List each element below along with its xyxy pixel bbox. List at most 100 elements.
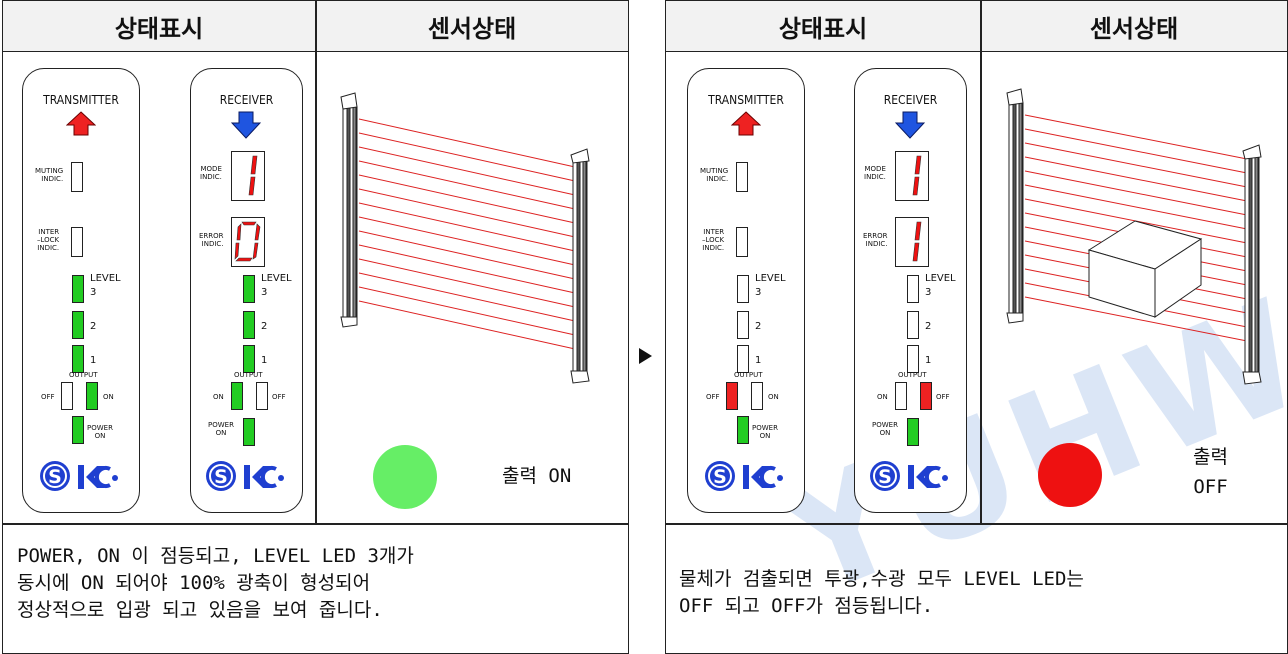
right-transmitter-panel: TRANSMITTER MUTING INDIC. INTER –LOCK IN… (687, 68, 805, 513)
interlock-indic-label: INTER –LOCK INDIC. (702, 228, 725, 252)
rx-level1-num: 1 (261, 355, 268, 366)
mode-digit-1 (248, 155, 258, 196)
output-status-lamp (373, 445, 437, 509)
caption-line: POWER, ON 이 점등되고, LEVEL LED 3개가 (17, 545, 414, 567)
up-arrow-icon (731, 111, 761, 136)
error-digit-0 (234, 221, 261, 262)
left-transmitter-panel: TRANSMITTER MUTING INDIC. INTER –LOCK IN… (22, 68, 140, 513)
svg-text:S: S (878, 466, 892, 488)
rx-on-label: ON (213, 393, 224, 401)
s-mark-icon: S (705, 461, 735, 491)
output-status-label: 출력 OFF (1193, 442, 1228, 502)
output-on-led (86, 382, 98, 410)
power-on-label: POWER ON (752, 424, 778, 440)
caption-line: 동시에 ON 되어야 100% 광축이 형성되어 (17, 572, 371, 594)
kc-mark-icon (78, 465, 118, 489)
rx-level2-led (907, 311, 919, 339)
power-on-label: POWER ON (87, 424, 113, 440)
left-header-sensor: 센서상태 (316, 1, 628, 52)
level1-num: 1 (755, 355, 762, 366)
level1-num: 1 (90, 355, 97, 366)
rx-output-off-led (256, 382, 268, 410)
error-indicator-display (895, 217, 929, 267)
error-indicator-display (231, 217, 265, 267)
rx-level2-num: 2 (261, 321, 268, 332)
rx-output-on-led (231, 382, 243, 410)
muting-indic-led (736, 162, 748, 192)
kc-mark-icon (244, 465, 284, 489)
on-label: ON (768, 393, 779, 401)
rx-on-label: ON (877, 393, 888, 401)
output-label: OUTPUT (69, 371, 98, 379)
left-header-status: 상태표시 (3, 1, 315, 52)
caption-line: 정상적으로 입광 되고 있음을 보여 줍니다. (17, 599, 383, 621)
mode-indic-label: MODE INDIC. (200, 165, 222, 181)
output-status-label: 출력 ON (502, 465, 572, 487)
on-label: ON (103, 393, 114, 401)
kc-mark-icon (908, 465, 948, 489)
right-header-status: 상태표시 (666, 1, 980, 52)
left-receiver-panel: RECEIVER MODE INDIC. ERROR INDIC. LEVEL … (190, 68, 303, 513)
output-status-lamp (1038, 443, 1102, 507)
transmitter-title: TRANSMITTER (708, 93, 784, 107)
output-label-line: OFF (1193, 476, 1228, 498)
power-on-led (737, 416, 749, 444)
rx-off-label: OFF (936, 393, 950, 401)
output-label-line: 출력 (1193, 446, 1228, 468)
rx-level1-num: 1 (925, 355, 932, 366)
interlock-indic-led (71, 227, 83, 257)
rx-power-on-label: POWER ON (872, 421, 898, 437)
level-label: LEVEL (755, 273, 786, 284)
interlock-indic-label: INTER –LOCK INDIC. (37, 228, 60, 252)
off-label: OFF (706, 393, 720, 401)
mode-indicator-display (231, 151, 265, 201)
rx-output-on-led (895, 382, 907, 410)
rx-off-label: OFF (272, 393, 286, 401)
rx-level3-led (907, 275, 919, 303)
svg-text:S: S (713, 466, 727, 488)
rx-output-off-led (920, 382, 932, 410)
power-on-led (72, 416, 84, 444)
s-mark-icon: S (206, 461, 236, 491)
level3-num: 3 (755, 287, 762, 298)
s-mark-icon: S (40, 461, 70, 491)
rx-level3-led (243, 275, 255, 303)
output-on-led (751, 382, 763, 410)
light-curtain-beams-illustration (340, 92, 590, 384)
level2-num: 2 (90, 321, 97, 332)
level3-led (737, 275, 749, 303)
interlock-indic-led (736, 227, 748, 257)
rx-power-on-led (243, 418, 255, 446)
light-curtain-blocked-illustration (1006, 88, 1262, 385)
rx-output-label: OUTPUT (898, 371, 927, 379)
down-arrow-icon (231, 111, 261, 139)
error-indic-label: ERROR INDIC. (199, 232, 224, 248)
mode-indicator-display (895, 151, 929, 201)
output-off-led (726, 382, 738, 410)
level2-led (737, 311, 749, 339)
svg-text:S: S (214, 466, 228, 488)
rx-power-on-led (907, 418, 919, 446)
caption-line: 물체가 검출되면 투광,수광 모두 LEVEL LED는 (679, 568, 1084, 590)
receiver-title: RECEIVER (883, 93, 938, 107)
rx-level-label: LEVEL (261, 273, 292, 284)
left-caption: POWER, ON 이 점등되고, LEVEL LED 3개가 동시에 ON 되… (17, 543, 414, 624)
mode-indic-label: MODE INDIC. (864, 165, 886, 181)
rx-level2-led (243, 311, 255, 339)
rx-level3-num: 3 (261, 287, 268, 298)
level3-led (72, 275, 84, 303)
s-mark-icon: S (870, 461, 900, 491)
rx-power-on-label: POWER ON (208, 421, 234, 437)
off-label: OFF (41, 393, 55, 401)
up-arrow-icon (66, 111, 96, 136)
left-table: 상태표시 센서상태 TRANSMITTER MUTING INDIC. INTE… (2, 0, 629, 654)
error-digit-1 (912, 221, 922, 262)
right-receiver-panel: RECEIVER MODE INDIC. ERROR INDIC. LEVEL … (854, 68, 967, 513)
level1-led (737, 345, 749, 373)
transmitter-title: TRANSMITTER (43, 93, 119, 107)
muting-indic-led (71, 162, 83, 192)
rx-level3-num: 3 (925, 287, 932, 298)
next-state-arrow-icon (639, 348, 652, 364)
level1-led (72, 345, 84, 373)
error-indic-label: ERROR INDIC. (863, 232, 888, 248)
